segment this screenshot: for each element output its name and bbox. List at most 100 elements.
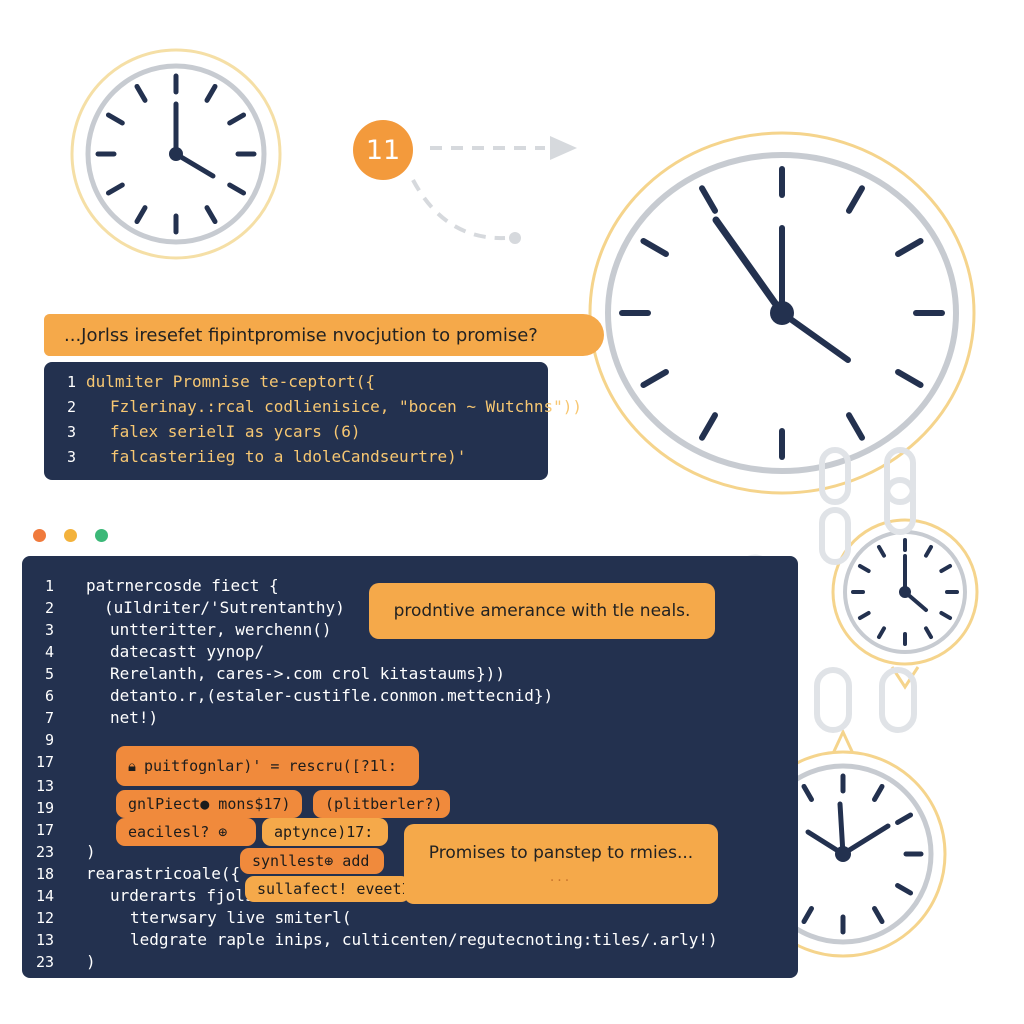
- line-number: 14: [35, 887, 54, 905]
- clock-tick: [105, 112, 125, 126]
- clock-tick: [857, 564, 871, 573]
- code-pill[interactable]: (plitberler?): [313, 790, 450, 818]
- line-number: 3: [44, 621, 54, 639]
- line-number: 3: [66, 448, 76, 466]
- clock-tick: [877, 626, 886, 640]
- clock-tick: [924, 544, 933, 558]
- lock-icon: 🔒︎: [128, 757, 136, 775]
- code-text: falex serielI as ycars (6): [110, 422, 361, 441]
- clock-tick: [877, 544, 886, 558]
- clock-tick: [895, 238, 924, 257]
- clock-tick: [227, 112, 247, 126]
- clock-tick: [895, 812, 914, 825]
- clock-tick: [134, 205, 148, 225]
- line-number: 12: [35, 909, 54, 927]
- window-controls: [33, 529, 108, 542]
- step-badge: 11: [353, 120, 413, 180]
- line-number: 23: [35, 953, 54, 971]
- window-dot-green[interactable]: [95, 529, 108, 542]
- summary-callout-text: Promises to panstep to rmies...: [428, 843, 694, 863]
- code-text: tterwsary live smiterl(: [130, 908, 352, 927]
- clock-tick: [895, 883, 914, 896]
- code-text: detanto.r,(estaler-custifle.conmon.mette…: [110, 686, 554, 705]
- line-number: 9: [44, 731, 54, 749]
- code-text: rearastricoale({: [86, 864, 241, 883]
- line-number: 1: [44, 577, 54, 595]
- summary-callout-ellipsis: ...: [549, 869, 573, 885]
- line-number: 23: [35, 843, 54, 861]
- code-pill-text: eacilesl? ⊕: [128, 823, 228, 841]
- line-number: 13: [35, 777, 54, 795]
- code-pill-text: gnlPiect● mons$17): [128, 795, 291, 813]
- clock-tick: [872, 906, 885, 925]
- line-number: 17: [35, 753, 54, 771]
- clock-tick: [204, 83, 218, 103]
- clock-tick: [801, 906, 814, 925]
- clock-tick: [640, 238, 669, 257]
- clock-tick: [227, 182, 247, 196]
- code-text: falcasteriieg to a ldoleCandseurtre)': [110, 447, 467, 466]
- code-text: Rerelanth, cares->.com crol kitastaums})…: [110, 664, 505, 683]
- clock-tick: [134, 83, 148, 103]
- code-pill-text: synllest⊕ add: [252, 852, 370, 870]
- code-pill-text: puitfognlar)' = rescru([?1l:: [143, 757, 397, 775]
- clock-tick: [801, 783, 814, 802]
- code-text: datecastt yynop/: [110, 642, 265, 661]
- line-number: 17: [35, 821, 54, 839]
- window-dot-red[interactable]: [33, 529, 46, 542]
- summary-callout: Promises to panstep to rmies... ...: [404, 824, 718, 904]
- step-badge-number: 11: [365, 134, 401, 166]
- info-callout: prodntive amerance with tle neals.: [369, 583, 715, 639]
- clock-tick: [204, 205, 218, 225]
- clock-tick: [846, 412, 865, 441]
- clock-tick: [699, 185, 718, 214]
- code-pill[interactable]: sullafect! eveetI: [245, 876, 411, 902]
- clock-tick: [105, 182, 125, 196]
- dashed-arrow-connector: [411, 136, 577, 244]
- code-text: (uIldriter/'Sutrentanthy): [104, 598, 345, 617]
- clock-tick: [924, 626, 933, 640]
- code-pill[interactable]: eacilesl? ⊕: [116, 818, 256, 846]
- line-number: 1: [66, 373, 76, 391]
- code-text: Fzlerinay.:rcal codlienisice, "bocen ~ W…: [110, 397, 583, 416]
- code-pill-text: aptynce)17:: [274, 823, 374, 841]
- window-dot-yellow[interactable]: [64, 529, 77, 542]
- code-text: ledgrate raple inips, culticenten/regute…: [130, 930, 718, 949]
- code-text: net!): [110, 708, 159, 727]
- clock-tick: [895, 369, 924, 388]
- clock-tick: [939, 611, 953, 620]
- code-text: dulmiter Promnise te-ceptort({: [86, 372, 375, 391]
- line-number: 7: [44, 709, 54, 727]
- clock-top-left: [68, 46, 284, 262]
- code-text: untteritter, werchenn(): [110, 620, 332, 639]
- info-callout-text: prodntive amerance with tle neals.: [393, 601, 691, 621]
- line-number: 4: [44, 643, 54, 661]
- code-text: ): [86, 952, 96, 971]
- question-banner-text: ...Jorlss iresefet fipintpromise nvocjut…: [64, 324, 538, 346]
- line-number: 6: [44, 687, 54, 705]
- clock-tick: [872, 783, 885, 802]
- line-number: 18: [35, 865, 54, 883]
- code-pill[interactable]: 🔒︎ puitfognlar)' = rescru([?1l:: [116, 746, 419, 786]
- clock-tick: [939, 564, 953, 573]
- code-pill[interactable]: aptynce)17:: [262, 818, 388, 846]
- clock-tick: [699, 412, 718, 441]
- line-number: 2: [66, 398, 76, 416]
- code-pill[interactable]: gnlPiect● mons$17): [116, 790, 302, 818]
- code-text: patrnercosde fiect {: [86, 576, 279, 595]
- code-text: ): [86, 842, 96, 861]
- code-pill-text: sullafect! eveetI: [257, 880, 411, 898]
- clock-tick: [857, 611, 871, 620]
- clock-small-right: [830, 512, 980, 692]
- clock-tick: [846, 185, 865, 214]
- clock-large: [586, 128, 978, 498]
- line-number: 5: [44, 665, 54, 683]
- code-pill-text: (plitberler?): [325, 795, 443, 813]
- line-number: 19: [35, 799, 54, 817]
- line-number: 13: [35, 931, 54, 949]
- code-panel-small: 1 dulmiter Promnise te-ceptort({ 2 Fzler…: [44, 362, 582, 480]
- line-number: 2: [44, 599, 54, 617]
- code-pill[interactable]: synllest⊕ add: [240, 848, 384, 874]
- line-number: 3: [66, 423, 76, 441]
- question-banner: ...Jorlss iresefet fipintpromise nvocjut…: [44, 314, 604, 356]
